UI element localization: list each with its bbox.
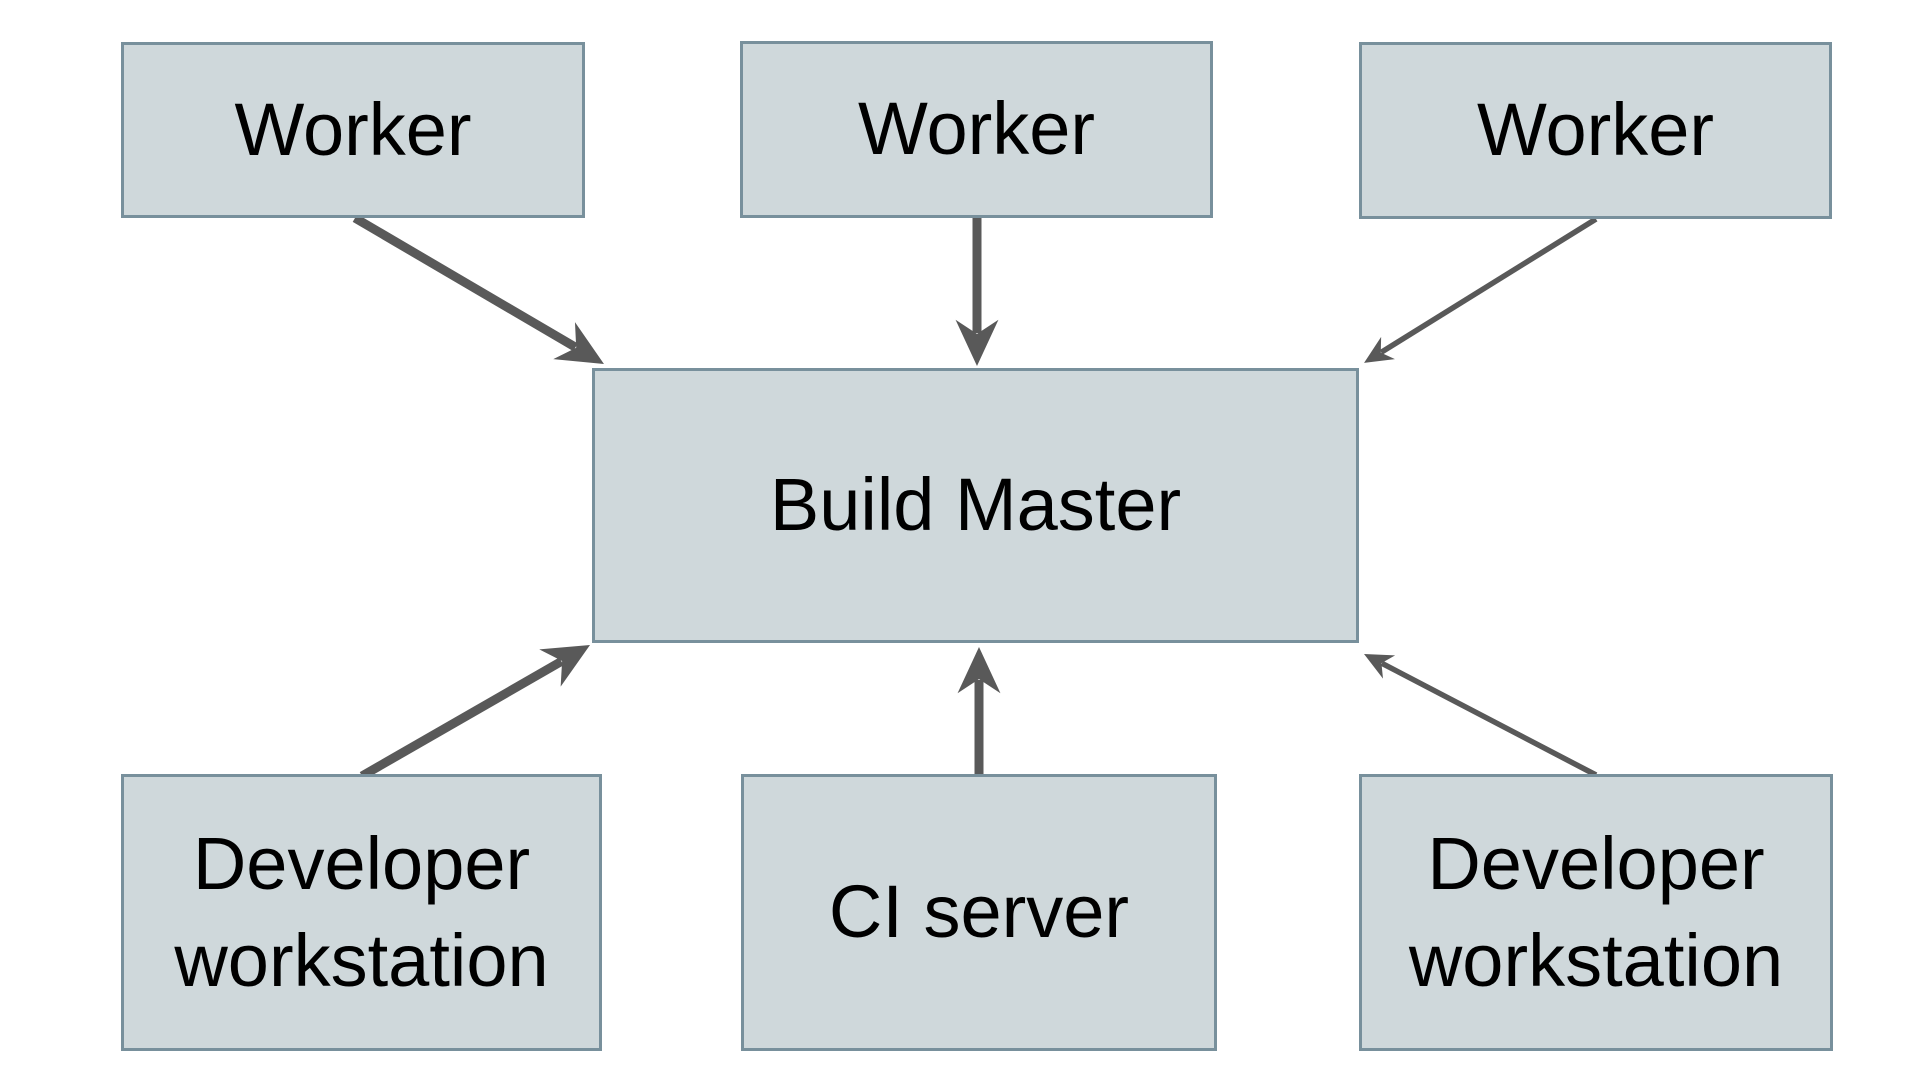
arrow-worker-1-to-build-master xyxy=(352,214,604,364)
node-worker-1: Worker xyxy=(121,42,585,218)
node-worker-3: Worker xyxy=(1359,42,1832,219)
node-developer-workstation-left: Developer workstation xyxy=(121,774,602,1051)
arrow-dev-workstation-right-to-build-master xyxy=(1364,653,1598,778)
node-worker-2: Worker xyxy=(740,41,1213,218)
node-ci-server-label: CI server xyxy=(828,870,1130,954)
node-developer-workstation-right: Developer workstation xyxy=(1359,774,1833,1051)
node-worker-1-label: Worker xyxy=(234,87,472,171)
arrow-dev-workstation-left-to-build-master xyxy=(359,644,591,780)
arrow-worker-3-to-build-master xyxy=(1364,216,1598,363)
node-build-master: Build Master xyxy=(592,368,1359,643)
node-worker-2-label: Worker xyxy=(857,87,1096,171)
node-worker-3-label: Worker xyxy=(1476,88,1715,172)
node-build-master-label: Build Master xyxy=(769,463,1182,547)
node-developer-workstation-right-label: Developer workstation xyxy=(1408,822,1784,1002)
node-ci-server: CI server xyxy=(741,774,1217,1051)
node-developer-workstation-left-label: Developer workstation xyxy=(174,822,549,1002)
